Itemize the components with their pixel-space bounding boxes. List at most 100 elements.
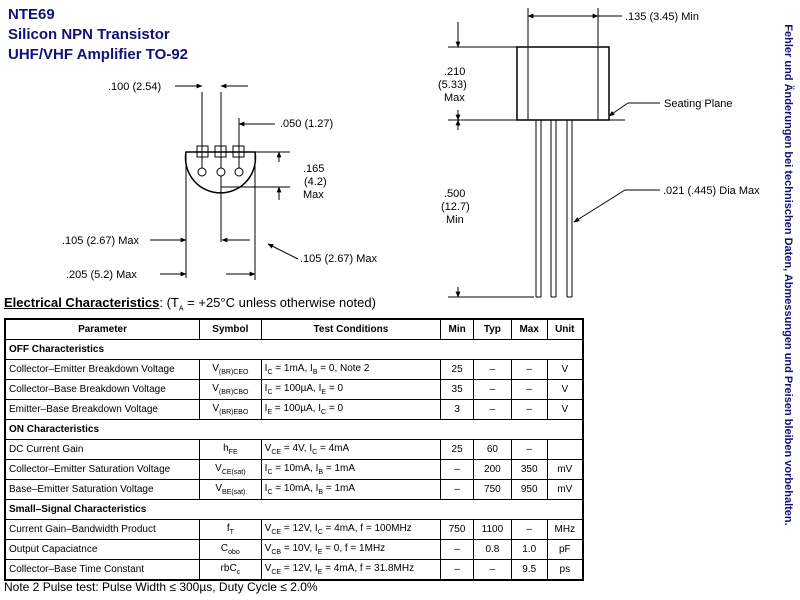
cell-max: – [510, 379, 548, 400]
cell-sym: V(BR)EBO [199, 399, 262, 420]
dim-105-right: .105 (2.67) Max [300, 253, 378, 265]
cell-sym: Cobo [199, 539, 262, 560]
cell-cond: VCE = 12V, IC = 4mA, f = 100MHz [260, 519, 442, 540]
ec-cond-sub: A [178, 305, 184, 313]
cell-cond: IC = 100µA, IE = 0 [260, 379, 442, 400]
symbol-subscript: (BR)CEO [218, 369, 249, 376]
cell-min: 750 [440, 519, 474, 540]
dim-lead-pitch-100: .100 (2.54) [108, 81, 161, 93]
cell-min: – [440, 559, 474, 581]
cell-param: Base–Emitter Saturation Voltage [4, 479, 201, 500]
seating-plane-label: Seating Plane [664, 98, 733, 110]
symbol-subscript: obo [228, 549, 240, 556]
dim-165-line3: Max [303, 189, 324, 201]
dim-210-line1: .210 [444, 66, 465, 78]
cell-max: – [510, 439, 548, 460]
cell-max: 9.5 [510, 559, 548, 581]
dim-lead-offset-050: .050 (1.27) [280, 118, 333, 130]
symbol-base: V [212, 403, 220, 414]
cell-max: 950 [510, 479, 548, 500]
cell-min: 25 [440, 439, 474, 460]
cell-unit: mV [546, 459, 584, 480]
cell-sym: fT [199, 519, 262, 540]
package-drawing: .100 (2.54) .050 (1.27) .165 (4.2) Max .… [62, 8, 760, 298]
part-description: Silicon NPN Transistor [8, 26, 170, 43]
cell-max: 350 [510, 459, 548, 480]
cell-typ: – [473, 399, 512, 420]
cell-typ: 200 [473, 459, 512, 480]
cell-param: Emitter–Base Breakdown Voltage [4, 399, 201, 420]
dim-135: .135 (3.45) Min [625, 11, 699, 23]
cell-param: Collector–Base Breakdown Voltage [4, 379, 201, 400]
symbol-base: C [220, 543, 229, 554]
cell-param: Collector–Emitter Saturation Voltage [4, 459, 201, 480]
cell-typ: – [473, 379, 512, 400]
cell-min: 35 [440, 379, 474, 400]
dim-500-line3: Min [446, 214, 464, 226]
symbol-subscript: (BR)EBO [219, 409, 249, 416]
cell-cond: IC = 1mA, IB = 0, Note 2 [260, 359, 442, 380]
dim-165-line1: .165 [303, 163, 324, 175]
ec-label: Electrical Characteristics [4, 295, 160, 310]
cell-typ: 750 [473, 479, 512, 500]
cell-sym: rbCc [199, 559, 262, 581]
cell-min: – [440, 459, 474, 480]
symbol-base: rbC [220, 563, 237, 574]
cell-cond: VCE = 4V, IC = 4mA [260, 439, 442, 460]
lead-left [197, 167, 207, 177]
section-title: ON Characteristics [4, 419, 584, 440]
symbol-subscript: BE(sat) [222, 489, 246, 496]
cell-cond: VCB = 10V, IE = 0, f = 1MHz [260, 539, 442, 560]
dim-021-lead-dia: .021 (.445) Dia Max [663, 185, 760, 197]
cell-param: DC Current Gain [4, 439, 201, 460]
electrical-characteristics-heading: Electrical Characteristics: (TA = +25°C … [4, 295, 376, 313]
column-header: Symbol [199, 318, 262, 340]
column-header: Max [510, 318, 548, 340]
symbol-subscript: CE(sat) [221, 469, 246, 476]
part-application: UHF/VHF Amplifier TO-92 [8, 46, 189, 63]
ec-cond-pre: : (T [159, 295, 179, 310]
cell-unit: V [546, 379, 584, 400]
cell-min: 25 [440, 359, 474, 380]
cell-typ: 0.8 [473, 539, 512, 560]
section-row: ON Characteristics [4, 419, 584, 440]
lead-mid [216, 167, 226, 177]
ec-cond-post: = +25°C unless otherwise noted) [183, 295, 376, 310]
symbol-base: V [215, 483, 223, 494]
cell-cond: IC = 10mA, IB = 1mA [260, 459, 442, 480]
symbol-subscript: T [229, 529, 234, 536]
cell-typ: – [473, 559, 512, 581]
section-row: OFF Characteristics [4, 339, 584, 360]
dim-500-line1: .500 [444, 188, 465, 200]
cell-typ: 1100 [473, 519, 512, 540]
dim-210-line2: (5.33) [438, 79, 467, 91]
dim-165-line2: (4.2) [304, 176, 327, 188]
cell-max: 1.0 [510, 539, 548, 560]
table-row: Base–Emitter Saturation Voltage VBE(sat) I… [4, 479, 584, 500]
dim-210-line3: Max [444, 92, 465, 104]
cell-unit: pF [546, 539, 584, 560]
cell-min: – [440, 539, 474, 560]
cell-sym: VCE(sat) [199, 459, 262, 480]
column-header: Min [440, 318, 474, 340]
cell-param: Current Gain–Bandwidth Product [4, 519, 201, 540]
document-title: NTE69 Silicon NPN Transistor UHF/VHF Amp… [8, 5, 188, 65]
cell-param: Collector–Base Time Constant [4, 559, 201, 581]
cell-unit [546, 439, 584, 460]
cell-cond: IC = 10mA, IB = 1mA [260, 479, 442, 500]
column-header: Typ [473, 318, 512, 340]
symbol-base: V [215, 463, 222, 474]
cell-unit: mV [546, 479, 584, 500]
cell-unit: V [546, 399, 584, 420]
cell-unit: MHz [546, 519, 584, 540]
column-header: Test Conditions [260, 318, 442, 340]
